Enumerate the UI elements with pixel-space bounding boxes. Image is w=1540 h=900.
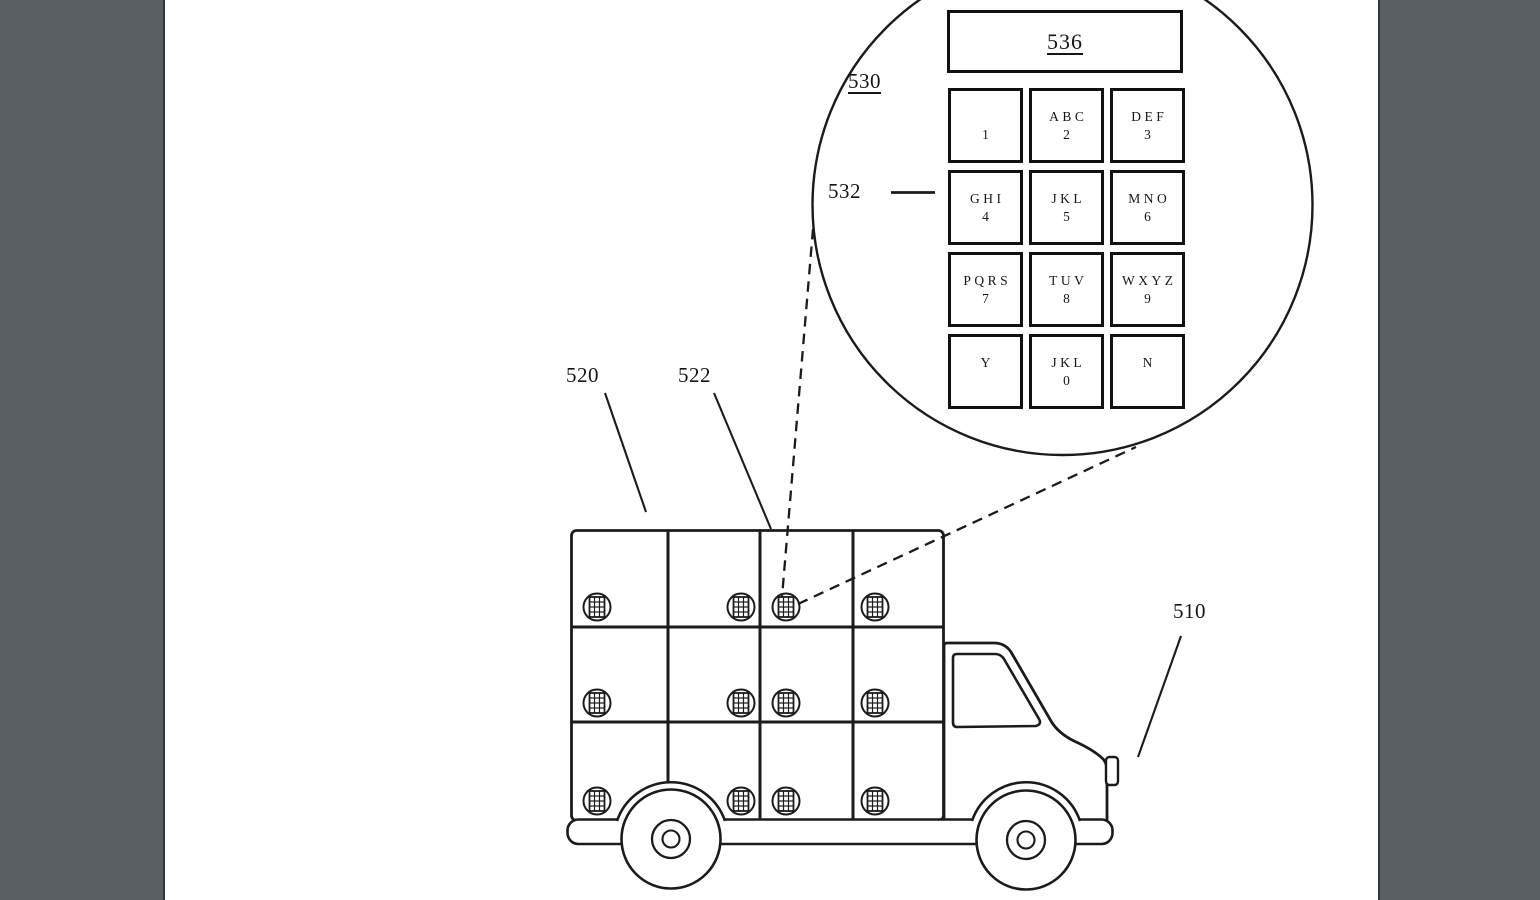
- keypad-key-1: 1: [948, 88, 1023, 163]
- keypad-icon: [582, 688, 612, 718]
- keypad-key-5: JKL 5: [1029, 170, 1104, 245]
- keypad-key-8: TUV 8: [1029, 252, 1104, 327]
- callout-530: 530: [848, 69, 881, 93]
- keypad-icon: [860, 592, 890, 622]
- key-letters: ABC: [1049, 108, 1088, 124]
- rear-wheel: [620, 788, 722, 890]
- key-letters: N: [1142, 354, 1156, 370]
- locker-grid: [570, 529, 945, 822]
- keypad-icon: [582, 786, 612, 816]
- callout-522: 522: [678, 363, 711, 387]
- keypad-key-no: N: [1110, 334, 1185, 409]
- dashed-connector-right: [797, 445, 1137, 606]
- keypad-key-yes: Y: [948, 334, 1023, 409]
- keypad-icon: [582, 592, 612, 622]
- front-handle: [1104, 755, 1120, 787]
- patent-figure-page: 536 1 ABC 2 DEF 3 GHI 4 JKL 5: [163, 0, 1380, 900]
- key-digit: 9: [1144, 290, 1151, 306]
- keypad-icon: [860, 786, 890, 816]
- callout-510: 510: [1173, 599, 1206, 623]
- key-digit: 5: [1063, 208, 1070, 224]
- leader-lines: [604, 191, 1182, 758]
- dashed-connector-left: [780, 228, 815, 598]
- keypad-icon: [771, 786, 801, 816]
- key-digit: 0: [1063, 372, 1070, 388]
- keypad-key-0: JKL 0: [1029, 334, 1104, 409]
- keypad-icon: [726, 786, 756, 816]
- keypad-icon: [726, 688, 756, 718]
- key-letters: TUV: [1049, 272, 1088, 288]
- keypad-key-6: MNO 6: [1110, 170, 1185, 245]
- key-letters: JKL: [1051, 190, 1086, 206]
- key-letters: PQRS: [963, 272, 1012, 288]
- keypad-icon: [771, 592, 801, 622]
- key-letters: WXYZ: [1122, 272, 1177, 288]
- key-digit: 4: [982, 208, 989, 224]
- keypad-icon: [860, 688, 890, 718]
- callout-520: 520: [566, 363, 599, 387]
- key-digit: 1: [982, 126, 989, 142]
- keypad-detail: 1 ABC 2 DEF 3 GHI 4 JKL 5 MNO 6: [948, 88, 1185, 409]
- keypad-key-9: WXYZ 9: [1110, 252, 1185, 327]
- key-letters: GHI: [970, 190, 1005, 206]
- keypad-display: 536: [947, 10, 1183, 73]
- key-digit: 8: [1063, 290, 1070, 306]
- locker-grid-border: [570, 529, 945, 822]
- cab-window: [951, 652, 1042, 729]
- keypad-key-7: PQRS 7: [948, 252, 1023, 327]
- keypad-icon: [726, 592, 756, 622]
- keypad-key-4: GHI 4: [948, 170, 1023, 245]
- callout-532: 532: [828, 179, 861, 203]
- leader-520: [604, 392, 647, 513]
- keypad-icon: [771, 688, 801, 718]
- key-letters: DEF: [1131, 108, 1168, 124]
- key-digit: 3: [1144, 126, 1151, 142]
- front-wheel: [975, 789, 1077, 891]
- figure-drawing: [566, 0, 1314, 891]
- key-digit: 2: [1063, 126, 1070, 142]
- key-letters: JKL: [1051, 354, 1086, 370]
- locker-keypad-icons: [582, 592, 890, 816]
- keypad-key-3: DEF 3: [1110, 88, 1185, 163]
- key-digit: 7: [982, 290, 989, 306]
- keypad-key-2: ABC 2: [1029, 88, 1104, 163]
- key-letters: Y: [980, 354, 994, 370]
- leader-522: [713, 392, 772, 530]
- leader-510: [1137, 635, 1182, 758]
- key-letters: MNO: [1128, 190, 1171, 206]
- key-digit: 6: [1144, 208, 1151, 224]
- magnifier-connectors: [780, 228, 1137, 606]
